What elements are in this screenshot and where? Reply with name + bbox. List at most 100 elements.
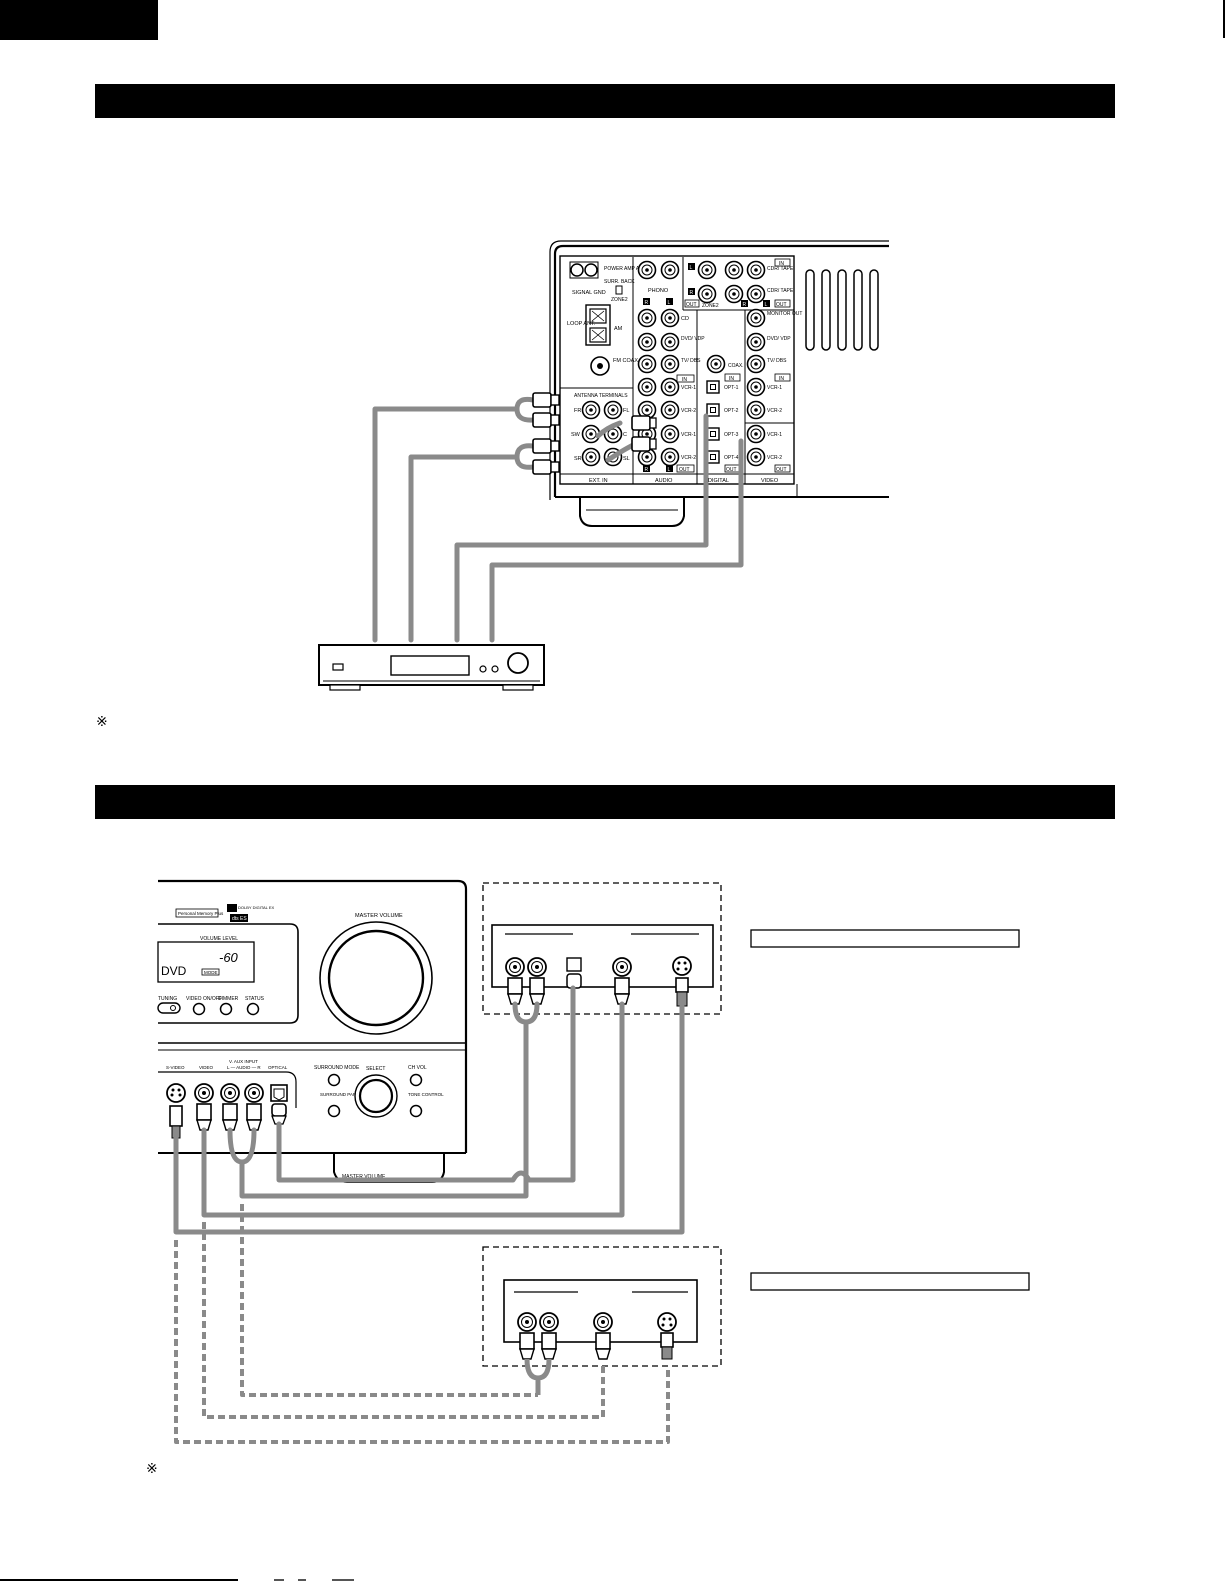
amp-assign-switch xyxy=(615,285,623,295)
dimmer-label: DIMMER xyxy=(218,996,239,1002)
aux-s-video-label: S-VIDEO xyxy=(166,1065,185,1070)
receiver-front-body: VOLUME LEVEL -60 DVD MODE Personal Memor… xyxy=(157,879,468,1183)
surround-mode-button[interactable] xyxy=(327,1073,341,1087)
footer-rule xyxy=(0,1579,238,1581)
antenna-terminals-label: ANTENNA TERMINALS xyxy=(574,393,628,399)
am-label: AM xyxy=(614,326,623,332)
aux-s-video-jack xyxy=(166,1083,186,1103)
master-volume-knob[interactable] xyxy=(327,929,425,1027)
video-vcr1-in-label: VCR-1 xyxy=(767,385,782,391)
select-knob[interactable] xyxy=(358,1078,394,1114)
upper-device-label-box xyxy=(750,929,1020,948)
select-label: SELECT xyxy=(366,1066,385,1072)
audio-vcr2-out-label: VCR-2 xyxy=(681,455,696,461)
zone2-and-tape-jacks: L R OUT ZONE2 CDR/ TAPE CDR/ TAPE IN OUT… xyxy=(684,258,794,309)
front-cable-plugs xyxy=(169,1103,287,1139)
audio-vcr1-in-label: VCR-1 xyxy=(681,385,696,391)
video-jacks: MONITOR OUT DVD/ VDP TV/ DBS IN VCR-1 VC… xyxy=(746,308,802,473)
surround-mode-label: SURROUND MODE xyxy=(314,1065,360,1071)
note-mark-1: ※ xyxy=(96,713,108,729)
digital-out-tag: OUT xyxy=(726,467,737,473)
ext-sw-label: SW xyxy=(571,432,581,438)
tuning-button[interactable] xyxy=(157,1002,181,1014)
zone2-label: ZONE2 xyxy=(702,303,719,309)
external-decoder-unit xyxy=(318,644,545,691)
tape-in-tag: IN xyxy=(779,261,784,267)
monitor-out-label: MONITOR OUT xyxy=(767,311,802,317)
video-section-label: VIDEO xyxy=(761,478,779,484)
antenna-and-ground-block: SIGNAL GND POWER AMP ASSIGN SURR. BACK Z… xyxy=(567,261,655,399)
digital-in-tag: IN xyxy=(729,376,734,382)
upper-source-device xyxy=(482,882,722,1015)
upper-s-video-jack xyxy=(672,956,692,976)
opt3-label: OPT-3 xyxy=(724,432,739,438)
display-mode-tag: MODE xyxy=(204,970,218,975)
note-mark-2: ※ xyxy=(146,1460,158,1476)
master-volume-foot-label: MASTER VOLUME xyxy=(342,1174,386,1180)
surround-parameter-button[interactable] xyxy=(327,1104,341,1118)
front-panel-connection-diagram: VOLUME LEVEL -60 DVD MODE Personal Memor… xyxy=(157,879,1030,1444)
audio-cd-label: CD xyxy=(681,316,689,322)
rear-panel-connection-diagram: SIGNAL GND POWER AMP ASSIGN SURR. BACK Z… xyxy=(318,240,889,691)
ext-in-section-label: EXT. IN xyxy=(589,478,608,484)
footer-smudge-2 xyxy=(298,1579,306,1581)
phono-r-tag: R xyxy=(645,300,649,306)
audio-r-tag: R xyxy=(645,467,649,473)
lower-s-video-jack xyxy=(657,1312,677,1332)
rear-cable-plugs xyxy=(532,392,657,475)
ext-c-label: C xyxy=(623,432,627,438)
aux-optical-jack xyxy=(270,1084,288,1102)
zone2-switch-label: ZONE2 xyxy=(611,297,628,303)
section-header-bar-2 xyxy=(95,785,1115,819)
decoder-volume-knob xyxy=(507,652,529,674)
opt4-label: OPT-4 xyxy=(724,455,739,461)
audio-jacks: PHONO R L CD DVD/ VDP TV/ DBS IN VCR-1 V… xyxy=(637,260,705,473)
tape-out-tag: OUT xyxy=(776,302,787,308)
section-header-bar-1 xyxy=(95,84,1115,118)
dimmer-button[interactable] xyxy=(219,1002,233,1016)
video-vcr2-out-label: VCR-2 xyxy=(767,455,782,461)
lower-device-label-box xyxy=(750,1272,1030,1291)
video-on-off-label: VIDEO ON/OFF xyxy=(186,996,222,1002)
master-volume-label: MASTER VOLUME xyxy=(355,913,403,919)
audio-vcr1-out-label: VCR-1 xyxy=(681,432,696,438)
page-corner-tab xyxy=(0,0,158,40)
surr-back-label: SURR. BACK xyxy=(604,279,635,285)
audio-vcr2-in-label: VCR-2 xyxy=(681,408,696,414)
power-amp-assign-label: POWER AMP ASSIGN xyxy=(604,266,655,272)
rear-cables xyxy=(372,396,744,643)
brand-badge: Personal Memory Plus xyxy=(178,911,224,916)
digital-section-label: DIGITAL xyxy=(708,478,729,484)
audio-in-tag: IN xyxy=(682,377,687,383)
ground-terminal-icon xyxy=(570,263,584,277)
tone-control-button[interactable] xyxy=(409,1104,423,1118)
aux-audio-label: L — AUDIO — R xyxy=(227,1065,261,1070)
zone2-l-tag: L xyxy=(690,265,693,271)
aux-optical-label: OPTICAL xyxy=(268,1065,288,1070)
lower-recorder-device xyxy=(482,1246,722,1367)
surround-parameter-label: SURROUND PARAMETER xyxy=(320,1092,376,1097)
ext-sr-label: SR xyxy=(574,456,582,462)
coax-label: COAX. xyxy=(728,363,744,369)
status-label: STATUS xyxy=(245,996,265,1002)
video-on-off-button[interactable] xyxy=(192,1002,206,1016)
video-out-tag: OUT xyxy=(776,467,787,473)
tone-control-label: TONE CONTROL xyxy=(408,1092,444,1097)
page-edge-mark xyxy=(1223,0,1225,38)
audio-out-tag: OUT xyxy=(679,467,690,473)
ext-in-jacks: FR FL SW C SR SL xyxy=(571,400,630,467)
tuning-label: TUNING xyxy=(158,996,177,1002)
video-vcr1-out-label: VCR-1 xyxy=(767,432,782,438)
video-vcr2-in-label: VCR-2 xyxy=(767,408,782,414)
ch-vol-button[interactable] xyxy=(409,1073,423,1087)
front-dashed-cables xyxy=(174,1204,670,1444)
upper-optical-jack xyxy=(566,957,582,972)
lower-audio-y-cable xyxy=(524,1358,552,1395)
tape-l-tag: L xyxy=(765,302,768,308)
ch-vol-label: CH VOL xyxy=(408,1065,427,1071)
audio-section-label: AUDIO xyxy=(655,478,673,484)
status-button[interactable] xyxy=(246,1002,260,1016)
audio-dvd-label: DVD/ VDP xyxy=(681,336,705,342)
video-tv-label: TV/ DBS xyxy=(767,358,787,364)
aux-video-label: VIDEO xyxy=(199,1065,214,1070)
